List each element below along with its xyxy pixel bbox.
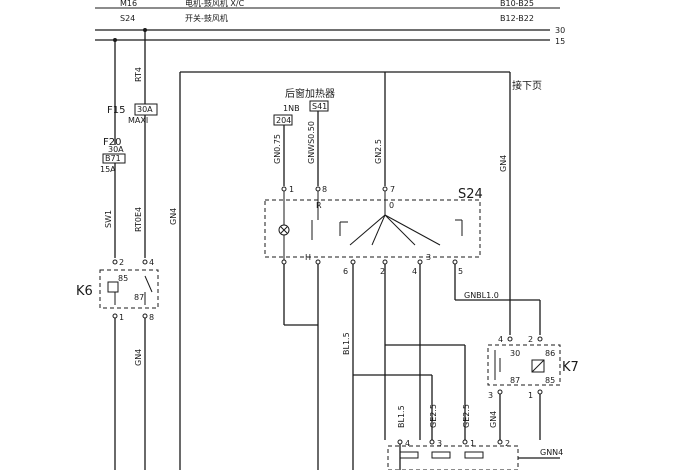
power-bus: 30 15 xyxy=(95,26,565,46)
s24-pin-h: H xyxy=(305,253,311,262)
k6-pin-1: 1 xyxy=(119,313,124,322)
fuse-f20-name: F20 xyxy=(103,137,121,148)
wire-label-bl1-5-a: BL1.5 xyxy=(342,332,351,355)
wire-label-rt4: RT4 xyxy=(134,67,143,82)
heater-conn-1nb: 1NB xyxy=(283,104,300,113)
s24-pin-0: 0 xyxy=(389,201,394,210)
k6-pin-87: 87 xyxy=(134,293,144,302)
k7-pin-30: 30 xyxy=(510,349,520,358)
k6-pin-4: 4 xyxy=(149,258,154,267)
s24-pin-4: 4 xyxy=(412,267,417,276)
header-desc-m16: 电机-鼓风机 X/C xyxy=(185,0,245,8)
s24-pin-3: 3 xyxy=(426,253,431,262)
k7-pin-85: 85 xyxy=(545,376,555,385)
s24-pin-5: 5 xyxy=(458,267,463,276)
wire-label-gn4-a: GN4 xyxy=(134,349,143,366)
header-code-s24: S24 xyxy=(120,14,135,23)
header-ref-m16: B10-B25 xyxy=(500,0,534,8)
k7-pin-1: 1 xyxy=(528,391,533,400)
fuse-f20-branch: F20 30A B71 15A SW1 xyxy=(100,40,126,258)
wire-label-gnbl1-0: GNBL1.0 xyxy=(464,291,499,300)
fuse-f20-sub: 15A xyxy=(100,165,116,174)
relay-k6: K6 2 4 85 87 1 8 GN4 xyxy=(76,258,159,470)
k7-pin-87: 87 xyxy=(510,376,520,385)
fuse-f15-branch: RT4 F15 30A MAXI RT0E4 xyxy=(107,30,158,258)
wire-label-sw1: SW1 xyxy=(104,210,113,228)
s24-pin-top-1: 1 xyxy=(289,185,294,194)
s24-output-wires: BL1.5 GNBL1.0 BL1.5 GE2.5 GE2.5 xyxy=(283,264,541,470)
bottom-pin-4: 4 xyxy=(405,439,410,448)
k6-pin-2: 2 xyxy=(119,258,124,267)
wire-label-gn4-c: GN4 xyxy=(499,155,508,172)
k7-pin-3: 3 xyxy=(488,391,493,400)
wire-label-bl1-5-b: BL1.5 xyxy=(397,405,406,428)
bus-label-15: 15 xyxy=(555,37,565,46)
k7-pin-2: 2 xyxy=(528,335,533,344)
gn4-center-wire: GN4 xyxy=(169,71,510,470)
fuse-f15-sub: MAXI xyxy=(128,116,148,125)
heater-box-204: 204 xyxy=(276,116,291,125)
s24-pin-top-8: 8 xyxy=(322,185,327,194)
bottom-connector: 4 3 1 2 GNN4 xyxy=(387,439,563,470)
k7-pin-86: 86 xyxy=(545,349,555,358)
fuse-f20-rating: 30A xyxy=(108,145,124,154)
continue-next-page: 接下页 GN4 xyxy=(499,72,542,335)
s24-pin-2: 2 xyxy=(380,267,385,276)
relay-k7: K7 4 2 30 86 87 85 3 1 GN4 xyxy=(487,335,579,440)
wire-label-ge2-5-a: GE2.5 xyxy=(429,404,438,428)
relay-k7-name: K7 xyxy=(562,360,579,375)
continue-label: 接下页 xyxy=(512,79,542,92)
wire-label-gn4-d: GN4 xyxy=(489,411,498,428)
heater-title: 后窗加热器 xyxy=(285,87,335,100)
k6-pin-85: 85 xyxy=(118,274,128,283)
header-table: M16 电机-鼓风机 X/C B10-B25 S24 开关-鼓风机 B12-B2… xyxy=(95,0,560,23)
k6-pin-8: 8 xyxy=(149,313,154,322)
wire-label-rt0e4: RT0E4 xyxy=(134,207,143,232)
bottom-pin-1: 1 xyxy=(470,439,475,448)
rear-heater: 后窗加热器 1NB S41 204 GN0.75 GNWS0.50 GN2.5 xyxy=(273,72,386,186)
fuse-f15-name: F15 xyxy=(107,105,125,116)
s24-pin-top-7: 7 xyxy=(390,185,395,194)
header-ref-s24: B12-B22 xyxy=(500,14,534,23)
s24-pin-6: 6 xyxy=(343,267,348,276)
header-desc-s24: 开关-鼓风机 xyxy=(185,13,228,23)
wire-label-gn4-b: GN4 xyxy=(169,208,178,225)
bottom-pin-3: 3 xyxy=(437,439,442,448)
wire-label-ge2-5-b: GE2.5 xyxy=(462,404,471,428)
fuse-f15-rating: 30A xyxy=(137,105,153,114)
wire-label-gn2-5: GN2.5 xyxy=(374,139,383,164)
wire-label-gnn4: GNN4 xyxy=(540,448,563,457)
switch-s24: S24 1 8 7 R 0 H 6 2 4 3 5 xyxy=(264,185,483,276)
k7-pin-4: 4 xyxy=(498,335,503,344)
s24-pin-r: R xyxy=(316,201,322,210)
header-code-m16: M16 xyxy=(120,0,137,8)
wire-label-gnws0-50: GNWS0.50 xyxy=(307,121,316,164)
heater-box-s41: S41 xyxy=(312,102,327,111)
bottom-pin-2: 2 xyxy=(505,439,510,448)
fuse-f20-conn: B71 xyxy=(105,154,121,163)
switch-s24-name: S24 xyxy=(458,187,483,202)
relay-k6-name: K6 xyxy=(76,284,93,299)
wire-label-gn0-75: GN0.75 xyxy=(273,134,282,164)
bus-label-30: 30 xyxy=(555,26,565,35)
